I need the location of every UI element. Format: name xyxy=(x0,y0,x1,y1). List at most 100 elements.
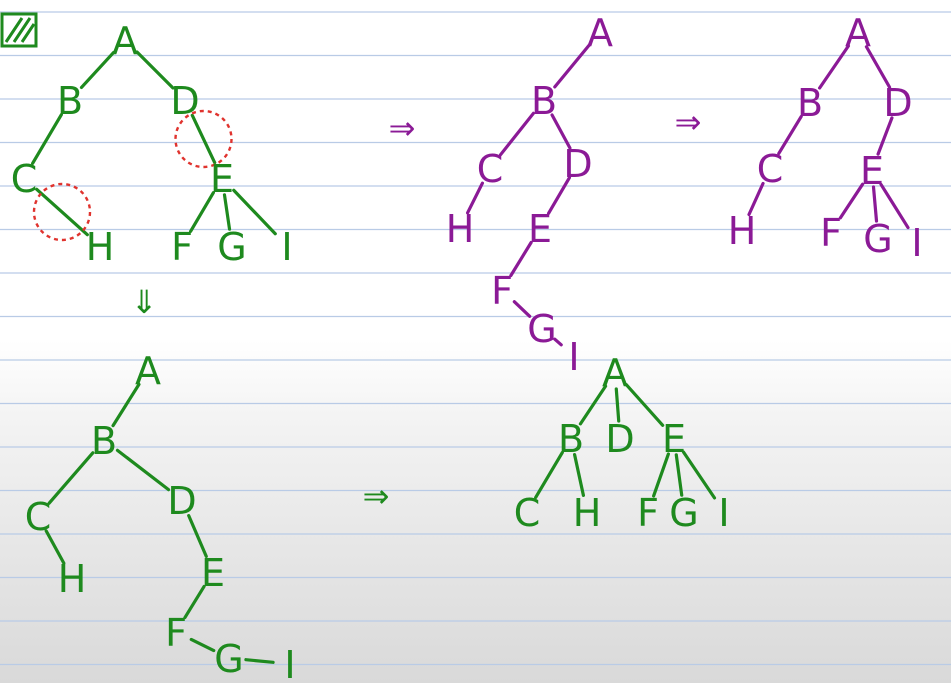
node-B: B xyxy=(531,79,557,123)
edge-A-D xyxy=(135,50,175,90)
edge-E-I xyxy=(681,450,717,500)
node-E: E xyxy=(860,149,884,193)
node-D: D xyxy=(167,479,196,523)
edge-C-H xyxy=(44,529,66,565)
edge-B-H xyxy=(572,453,586,497)
node-A: A xyxy=(602,351,628,395)
node-B: B xyxy=(797,81,823,125)
edge-E-F xyxy=(183,584,206,620)
node-G: G xyxy=(214,637,243,681)
node-I: I xyxy=(568,335,579,379)
edge-C-H xyxy=(466,181,484,215)
node-G: G xyxy=(863,217,892,261)
circle-mark-D-E xyxy=(174,109,233,169)
node-A: A xyxy=(845,11,871,55)
node-C: C xyxy=(11,157,38,201)
arrow-2: ⇒ xyxy=(675,103,702,141)
node-F: F xyxy=(820,211,842,255)
edge-B-C xyxy=(498,111,536,157)
circle-mark-C-H xyxy=(32,182,92,242)
node-F: F xyxy=(491,269,513,313)
node-I: I xyxy=(281,225,292,269)
edge-A-B xyxy=(553,43,591,89)
edge-E-I xyxy=(879,182,910,230)
edge-C-H xyxy=(747,181,765,217)
edge-G-I xyxy=(553,337,563,347)
node-H: H xyxy=(58,557,87,601)
edge-B-C xyxy=(47,451,95,505)
node-D: D xyxy=(170,79,199,123)
node-I: I xyxy=(718,491,729,535)
node-A: A xyxy=(112,19,138,63)
node-H: H xyxy=(446,207,475,251)
arrow-4: ⇒ xyxy=(363,477,390,515)
node-C: C xyxy=(25,495,52,539)
node-D: D xyxy=(605,417,634,461)
edge-E-F xyxy=(838,182,865,220)
circle-marks-layer xyxy=(32,109,233,242)
node-H: H xyxy=(728,209,757,253)
arrow-1: ⇒ xyxy=(389,109,416,147)
tree-binary-green: ABC D H EFG I xyxy=(25,349,296,683)
node-G: G xyxy=(669,491,698,535)
edge-A-B xyxy=(578,384,608,426)
node-G: G xyxy=(217,225,246,269)
node-E: E xyxy=(662,417,686,461)
node-B: B xyxy=(57,79,83,123)
node-D: D xyxy=(883,81,912,125)
node-C: C xyxy=(477,147,504,191)
edge-A-B xyxy=(111,382,141,428)
edge-B-D xyxy=(550,113,572,150)
edge-E-F xyxy=(509,240,533,278)
node-B: B xyxy=(558,417,584,461)
edge-G-I xyxy=(244,658,275,664)
edge-D-E xyxy=(187,514,208,558)
hatched-box-icon xyxy=(0,12,38,48)
edge-A-B xyxy=(818,44,850,90)
node-F: F xyxy=(637,491,659,535)
edge-B-C xyxy=(31,113,63,165)
node-B: B xyxy=(91,419,117,463)
edge-B-D xyxy=(115,448,171,492)
edge-F-G xyxy=(512,300,532,318)
edge-A-D xyxy=(864,45,892,89)
node-H: H xyxy=(86,225,115,269)
edge-A-B xyxy=(79,50,116,90)
node-I: I xyxy=(284,643,295,683)
edge-E-G xyxy=(222,193,232,231)
edge-F-G xyxy=(189,637,216,653)
edge-D-E xyxy=(546,176,572,215)
node-C: C xyxy=(757,147,784,191)
node-D: D xyxy=(563,142,592,186)
node-H: H xyxy=(573,491,602,535)
edge-D-E xyxy=(190,113,217,165)
node-F: F xyxy=(171,225,193,269)
node-E: E xyxy=(528,207,552,251)
arrow-3: ⇓ xyxy=(131,283,158,321)
node-A: A xyxy=(587,11,613,55)
edge-D-E xyxy=(876,116,894,156)
edge-C-H xyxy=(35,187,89,237)
node-F: F xyxy=(165,611,187,655)
node-I: I xyxy=(911,221,922,265)
edge-A-E xyxy=(624,383,665,427)
edge-E-I xyxy=(232,188,277,236)
edge-E-G xyxy=(871,185,879,223)
node-C: C xyxy=(514,491,541,535)
edges-layer xyxy=(31,43,910,664)
node-E: E xyxy=(210,157,234,201)
ruled-lines xyxy=(0,11,951,666)
edge-E-F xyxy=(652,452,670,498)
node-E: E xyxy=(201,551,225,595)
edge-E-G xyxy=(674,453,684,497)
edge-B-C xyxy=(534,451,564,499)
node-A: A xyxy=(135,349,161,393)
edge-E-F xyxy=(189,191,215,233)
edge-A-D xyxy=(614,387,621,423)
